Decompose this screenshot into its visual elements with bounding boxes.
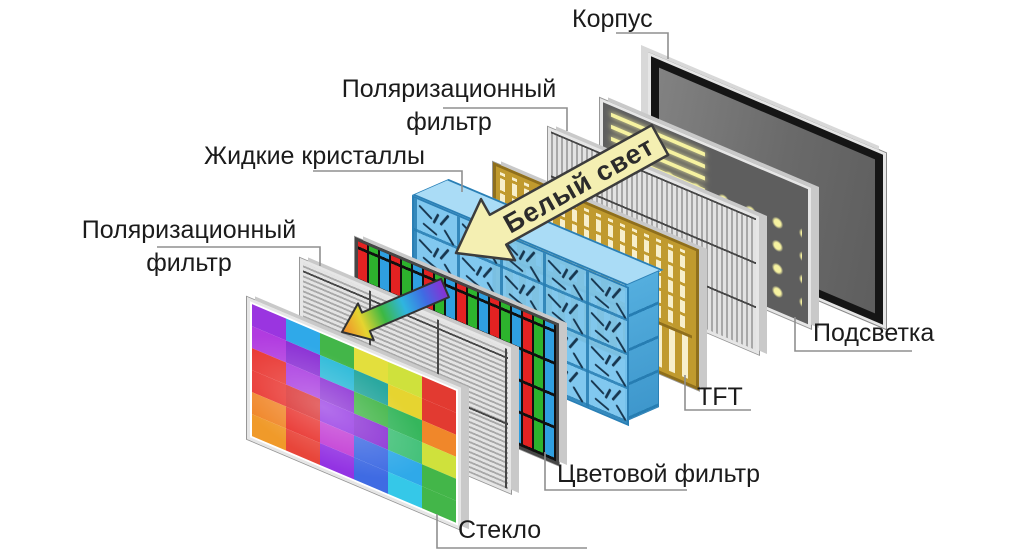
leader-case	[616, 32, 669, 59]
label-polarizer-left: Поляризационный фильтр	[69, 214, 309, 280]
label-liquid-crystals: Жидкие кристаллы	[204, 142, 425, 170]
label-polarizer-left-line2: фильтр	[146, 249, 232, 277]
filtered-light-arrow-shape	[341, 277, 450, 342]
white-light-arrow: Белый свет	[454, 123, 670, 262]
label-backlight: Подсветка	[813, 319, 935, 347]
label-polarizer-left-line1: Поляризационный	[81, 216, 297, 244]
white-light-arrow-shape	[454, 123, 670, 262]
filtered-light-arrow	[341, 277, 450, 342]
label-case: Корпус	[572, 5, 653, 33]
label-polarizer-top-line1: Поляризационный	[341, 75, 557, 103]
liquid-crystals-side-face	[625, 270, 659, 422]
label-color-filter: Цветовой фильтр	[557, 460, 761, 488]
label-polarizer-top: Поляризационный фильтр	[329, 73, 569, 139]
white-light-arrow-label: Белый свет	[499, 131, 660, 240]
label-glass: Стекло	[458, 516, 542, 544]
label-polarizer-top-line2: фильтр	[406, 108, 492, 136]
label-tft: TFT	[697, 383, 743, 411]
